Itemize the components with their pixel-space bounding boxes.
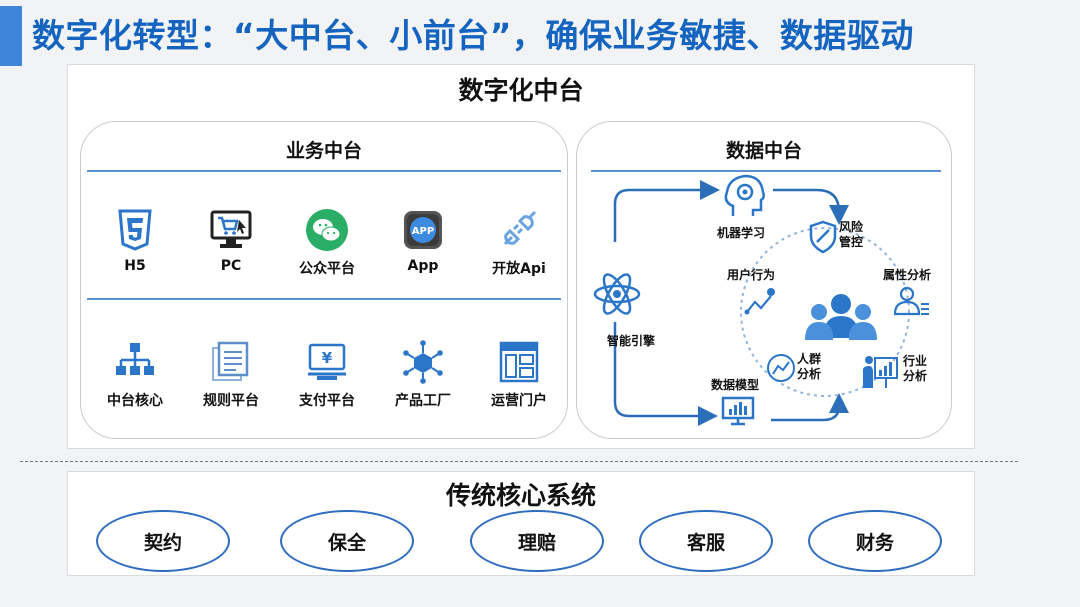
legacy-item-preservation: 保全 [280,510,414,572]
crowd-analysis-label: 人群 分析 [797,352,822,381]
legacy-title: 传统核心系统 [445,481,596,510]
core-capability-row: 中台核心 规则平台 ¥ 支付平台 [87,340,567,410]
flow-arrow-bottom [613,322,718,426]
document-icon [212,341,249,381]
flow-arrow-bottom-right [771,393,849,422]
digital-middle-platform-panel: 数字化中台 业务中台 H5 [67,64,975,449]
business-divider-rule [87,298,561,300]
core-item-label: 支付平台 [299,393,355,409]
analysis-cycle-ring [740,227,910,397]
front-item-wechat: 公众平台 [279,208,375,278]
network-cube-icon [403,340,443,384]
presentation-board-icon [863,356,898,388]
user-behavior-label: 用户行为 [727,268,776,282]
business-platform-title: 业务中台 [285,140,362,162]
payment-icon: ¥ [308,343,346,380]
app-icon: APP [404,211,442,249]
business-title-rule [87,170,561,172]
data-platform-box: 数据中台 [576,121,952,439]
person-profile-icon [893,286,929,316]
user-group-icon [805,294,877,340]
data-title-rule [591,170,941,172]
pc-cart-icon [210,210,252,248]
front-item-app: APP App [375,208,471,278]
middle-platform-title: 数字化中台 [458,76,584,105]
flow-arrow-top-right [773,188,849,225]
crowd-analysis-icon [767,354,795,382]
section-divider [20,461,1018,462]
title-accent-bar [0,6,22,66]
core-item-rules: 规则平台 [183,340,279,410]
front-item-pc: PC [183,208,279,278]
front-item-label: 开放Api [492,261,546,277]
core-item-label: 产品工厂 [395,393,451,409]
shield-icon [809,220,837,254]
org-chart-icon [116,343,154,375]
core-item-label: 运营门户 [491,393,547,409]
core-item-payment: ¥ 支付平台 [279,340,375,410]
core-item-portal: 运营门户 [471,340,567,410]
front-item-label: 公众平台 [299,261,355,277]
html5-icon [118,209,152,251]
front-item-open-api: 开放Api [471,208,567,278]
core-item-hub: 中台核心 [87,340,183,410]
front-item-label: PC [220,258,242,274]
attribute-analysis-label: 属性分析 [883,268,932,282]
user-behavior-icon [744,288,775,315]
machine-learning-label: 机器学习 [717,226,766,240]
front-item-label: H5 [124,258,146,274]
wechat-icon [306,209,348,251]
front-item-label: App [407,258,439,274]
plug-icon [503,210,537,246]
portal-icon [499,341,539,383]
legacy-item-claims: 理赔 [470,510,604,572]
engine-label: 智能引擎 [607,334,656,348]
legacy-item-contract: 契约 [96,510,230,572]
risk-control-label: 风险 管控 [839,220,864,249]
legacy-core-system-panel: 传统核心系统 契约 保全 理赔 客服 财务 [67,471,975,576]
front-item-h5: H5 [87,208,183,278]
core-item-factory: 产品工厂 [375,340,471,410]
flow-arrow-top [613,180,720,242]
industry-analysis-label: 行业 分析 [903,354,928,383]
front-channel-row: H5 PC [87,208,567,278]
legacy-item-customer-service: 客服 [639,510,773,572]
data-model-monitor-icon [721,396,755,426]
core-item-label: 中台核心 [107,393,163,409]
data-model-label: 数据模型 [711,378,760,392]
data-flow-diagram [593,174,929,426]
core-item-label: 规则平台 [203,393,259,409]
business-platform-box: 业务中台 H5 PC [80,121,568,439]
slide-title: 数字化转型：“大中台、小前台”，确保业务敏捷、数据驱动 [32,16,914,55]
svg-text:¥: ¥ [322,349,333,367]
ai-head-icon [724,174,765,216]
legacy-item-finance: 财务 [808,510,942,572]
svg-text:APP: APP [412,226,434,237]
atom-icon [593,273,641,315]
data-platform-title: 数据中台 [725,140,802,162]
